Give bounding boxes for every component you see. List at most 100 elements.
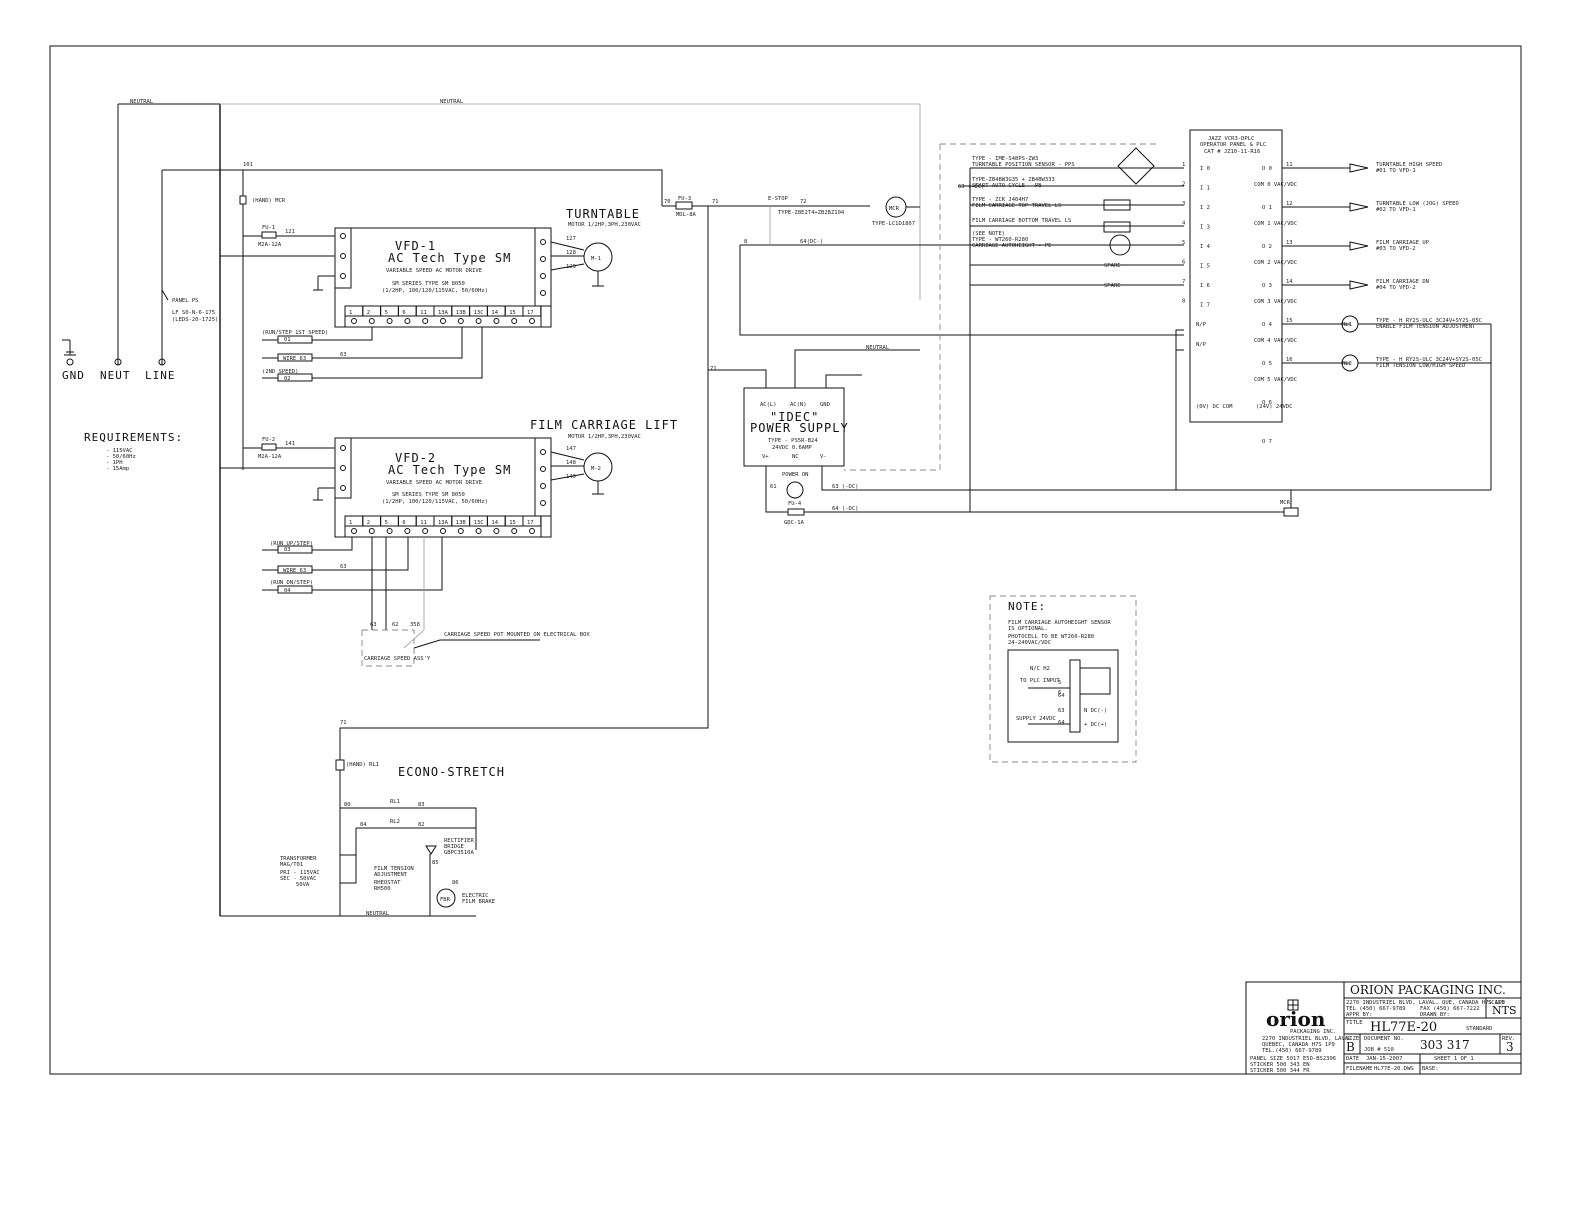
neutral-label-1: NEUTRAL	[130, 99, 154, 105]
line-terminal: LINE	[145, 358, 175, 382]
note-label: + DC(+)	[1084, 722, 1107, 728]
vfd1-input-code: 63	[340, 352, 347, 358]
plc-title2: OPERATOR PANEL & PLC	[1200, 142, 1266, 148]
requirement-item: - 15Amp	[106, 466, 129, 472]
neut-label: NEUT	[100, 369, 131, 382]
signal-arrow	[1349, 280, 1369, 290]
vfd2-drive: FU-2 M2A-12A 141 FILM CARRIAGE LIFT MOTO…	[220, 418, 677, 667]
note-line: 24-240VAC/VDC	[1008, 640, 1051, 646]
sensor-type: TYPE - ZCK J404H7	[972, 197, 1028, 203]
film-brake	[436, 888, 456, 908]
terminal-label: 14	[491, 520, 498, 526]
terminal-label: 13C	[474, 310, 484, 316]
vfd2-rating: (1/2HP, 100/120/115VAC, 50/60Hz)	[382, 499, 488, 505]
note-wire: 63	[1058, 708, 1065, 714]
terminal-label: 11	[420, 520, 427, 526]
rectifier-symbol	[425, 845, 437, 855]
orion-logo: orion PACKAGING INC.	[1266, 999, 1336, 1035]
terminal-screw	[440, 528, 446, 534]
vfd2-input-code: 03	[284, 547, 291, 553]
econo-stretch: 71 (HAND) RL1 ECONO-STRETCH 80 83 84 82 …	[220, 720, 504, 917]
vfd1-input-code: 01	[284, 337, 291, 343]
output-terminal	[540, 256, 546, 262]
terminal-label: 14	[491, 310, 498, 316]
transformer-label: TRANSFORMER	[280, 856, 317, 862]
plc-input-wire: 5	[1182, 240, 1185, 246]
terminal-cell	[380, 515, 399, 527]
note-label: SUPPLY 24VDC	[1016, 716, 1056, 722]
ps-term: NC	[792, 454, 799, 460]
econo-wire: 71	[340, 720, 347, 726]
note-label: TO PLC INPUT	[1020, 678, 1060, 684]
plc-input-wire: 2	[1182, 182, 1185, 188]
output-terminal	[540, 466, 546, 472]
output-terminal	[540, 290, 546, 296]
wire-64-a: 63 (-DC)	[958, 184, 985, 190]
output-terminal	[540, 449, 546, 455]
transformer-type: MAG/T01	[280, 862, 303, 868]
terminal-label: 15	[509, 310, 516, 316]
ps-term: V+	[762, 454, 769, 460]
note-wire: 5	[1058, 680, 1061, 686]
relay-label: RL2	[1342, 361, 1352, 367]
fu1-rating: M2A-12A	[258, 242, 282, 248]
output-desc: TYPE - H RY2S-ULC 3C24V+SY2S-05C	[1376, 357, 1482, 363]
document-number: 303 317	[1420, 1038, 1470, 1052]
plc-bottom-right: (24V) 24VDC	[1256, 404, 1292, 410]
brake-label: ELECTRIC	[462, 893, 489, 899]
wire-63: 63 (-DC)	[832, 484, 859, 490]
photo-eye	[1109, 234, 1131, 256]
output-desc: #03 TO VFD-2	[1376, 246, 1416, 252]
terminal-screw	[440, 318, 446, 324]
plc-output-label: O 7	[1262, 439, 1272, 445]
wire-121: 121	[285, 229, 295, 235]
carriage-speed-note: CARRIAGE SPEED POT MOUNTED ON ELECTRICAL…	[444, 632, 590, 638]
terminal-cell	[397, 305, 417, 317]
neutral-label-3: NEUTRAL	[866, 345, 890, 351]
note-wire: 64	[1058, 720, 1065, 726]
power-supply: NEUTRAL AC(L) AC(N) GND "IDEC" POWER SUP…	[708, 345, 1491, 526]
terminal-cell	[344, 515, 364, 527]
terminal-label: 13A	[438, 520, 449, 526]
pps-sensor	[1117, 147, 1155, 185]
plc-bottom-left: (0V) DC COM	[1196, 404, 1233, 410]
input-terminal	[340, 485, 346, 491]
company-address: 2270 INDUSTRIEL BLVD, LAVAL, QUE, CANADA…	[1346, 1000, 1505, 1006]
output-desc: TYPE - H RY2S-ULC 3C24V+SY2S-05C	[1376, 318, 1482, 324]
plc-input-label: I 6	[1200, 283, 1210, 289]
output-desc: #01 TO VFD-1	[1376, 168, 1416, 174]
plc-output-label: O 2	[1262, 244, 1272, 250]
estop-type: TYPE-Z8E2T4+ZB2BZ104	[778, 210, 845, 216]
econo-wire: 86	[452, 880, 459, 886]
date-label: DATE	[1346, 1056, 1359, 1062]
note-wire: 64	[1058, 693, 1065, 699]
transformer-spec: SEC - 50VAC	[280, 876, 316, 882]
rheostat-label: RH500	[374, 886, 391, 892]
terminal-label: 1	[349, 310, 352, 316]
fu2-rating: M2A-12A	[258, 454, 282, 460]
note-line: PHOTOCELL TO BE WT260-R280	[1008, 634, 1094, 640]
rheostat-label: RHEOSTAT	[374, 880, 401, 886]
terminal-screw	[511, 318, 518, 324]
ps-type: TYPE - PS5R-B24	[768, 438, 818, 444]
terminal-cell	[380, 305, 399, 317]
note-wire: 6	[1058, 690, 1061, 696]
ground-terminals: GND NEUT LINE	[62, 351, 175, 382]
terminal-label: 13A	[438, 310, 449, 316]
job-number: JOB # 510	[1364, 1047, 1394, 1053]
plc-input-label: I 3	[1200, 225, 1210, 231]
vfd2-input-label: (RUN UP/STEP)	[270, 541, 313, 547]
output-desc: ENABLE FILM TENSION ADJUSTMENT	[1376, 324, 1476, 330]
mcr-type: TYPE-LC1D1807	[872, 221, 915, 227]
requirement-item: - 1PH	[106, 460, 123, 466]
auto-label: 64(DC-)	[800, 239, 823, 245]
plc-input-wire: 4	[1182, 221, 1186, 227]
pot-wire: 63	[370, 622, 377, 628]
terminal-screw	[529, 318, 535, 324]
plc-out-wire: 12	[1286, 201, 1293, 207]
fu4-label: FU-4	[788, 501, 802, 507]
rectifier-label: BRIDGE	[444, 844, 464, 850]
rheostat-label: FILM TENSION	[374, 866, 414, 872]
plc-input-wire: 3	[1182, 201, 1185, 207]
plc-out-wire: 14	[1286, 279, 1293, 285]
